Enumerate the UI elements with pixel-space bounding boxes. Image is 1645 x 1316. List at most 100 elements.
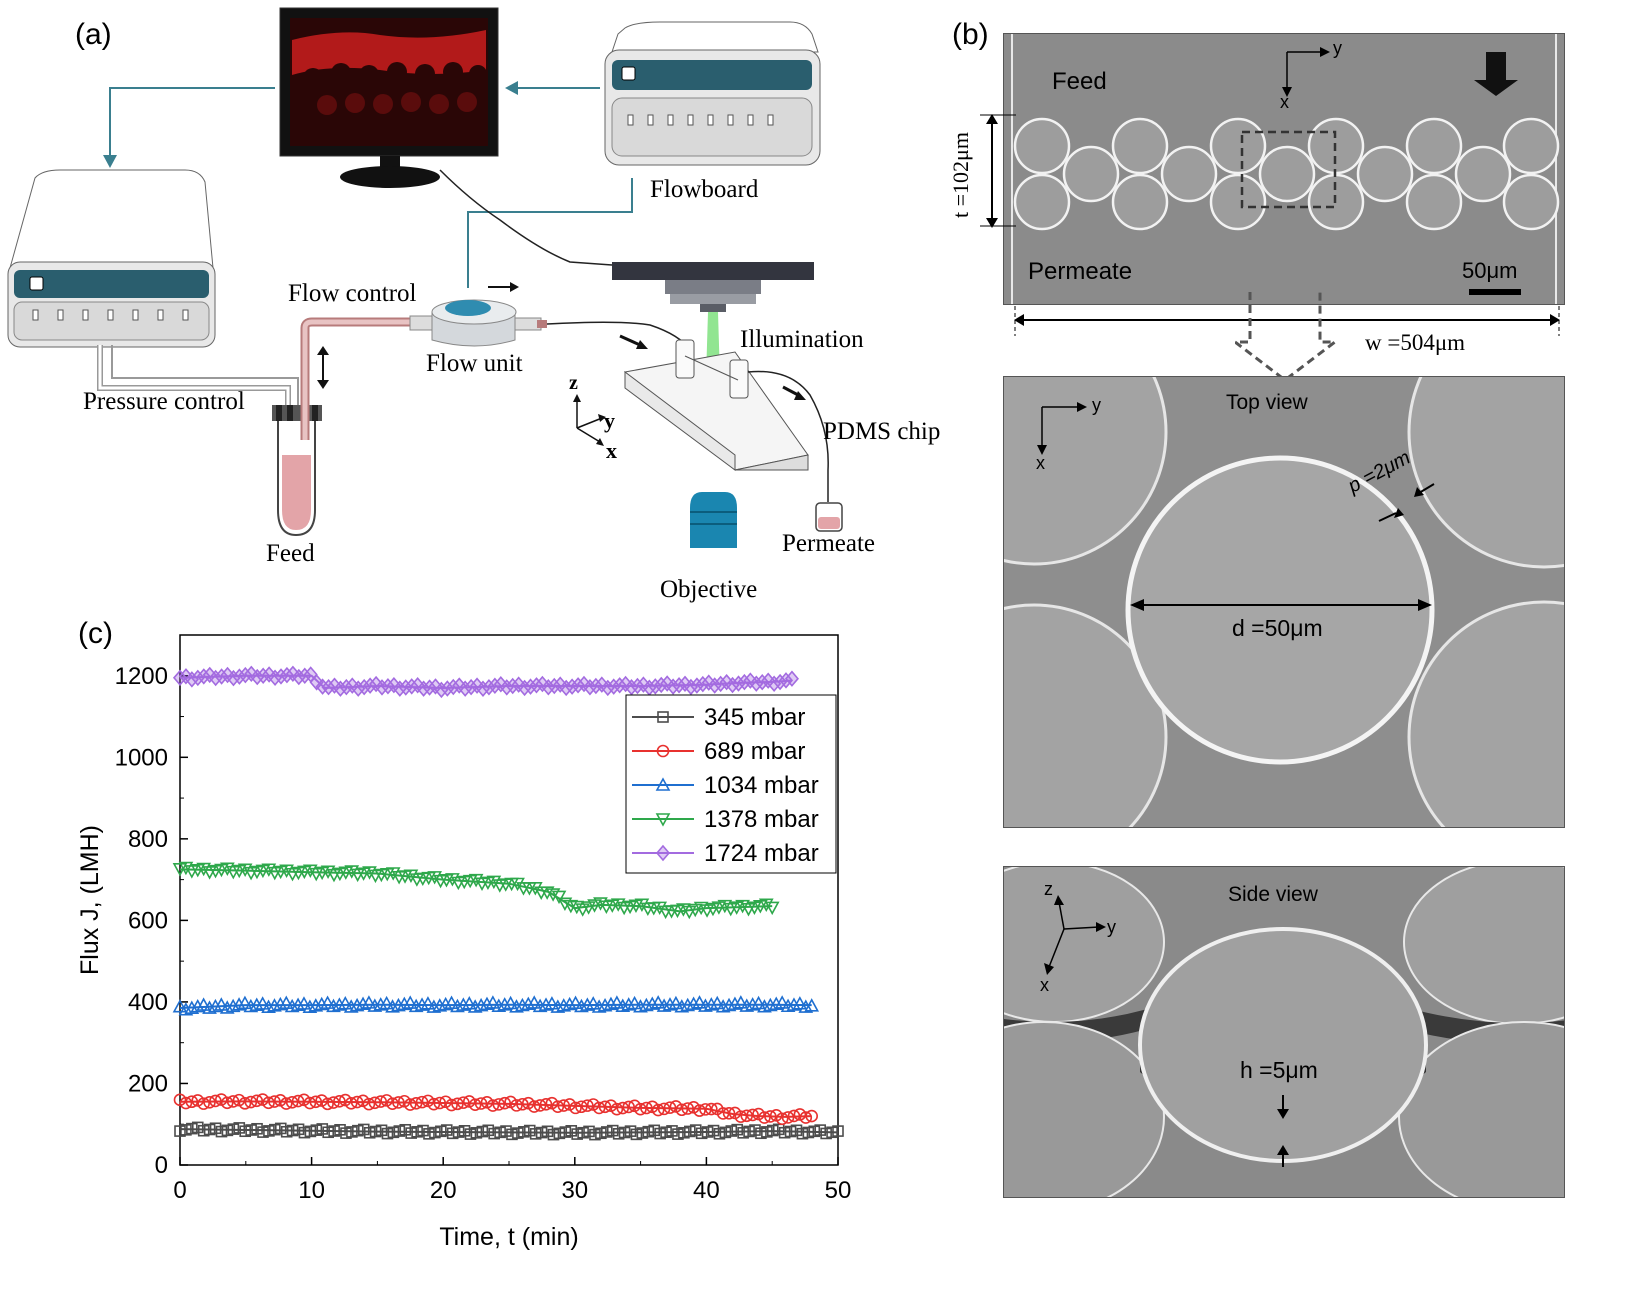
- data-point: [494, 1126, 506, 1139]
- data-point: [499, 679, 514, 696]
- data-point: [178, 861, 194, 876]
- data-point: [233, 1122, 246, 1134]
- data-point: [178, 1002, 194, 1016]
- x-tick-label: 10: [298, 1177, 325, 1204]
- data-point: [640, 902, 656, 917]
- data-point: [328, 1125, 340, 1137]
- data-point: [740, 1109, 754, 1123]
- data-point: [678, 1126, 690, 1139]
- data-point: [357, 1123, 370, 1136]
- flowboard-label: Flowboard: [650, 176, 759, 203]
- data-point: [369, 1125, 382, 1138]
- data-point: [693, 901, 709, 916]
- data-point: [713, 675, 728, 693]
- data-point: [257, 1126, 269, 1138]
- data-point: [655, 777, 671, 791]
- data-point: [799, 1111, 813, 1124]
- data-point: [208, 998, 223, 1013]
- data-point: [557, 897, 573, 912]
- data-point: [411, 1126, 423, 1138]
- data-point: [352, 1124, 364, 1137]
- data-point: [755, 673, 770, 691]
- data-point: [749, 1124, 761, 1136]
- data-point: [227, 1123, 240, 1135]
- data-point: [510, 1099, 523, 1112]
- data-point: [774, 995, 790, 1009]
- data-point: [279, 666, 294, 684]
- data-point: [440, 680, 455, 697]
- data-point: [296, 996, 312, 1010]
- data-point: [475, 680, 491, 697]
- data-point: [654, 676, 669, 694]
- data-point: [344, 865, 360, 879]
- data-point: [529, 677, 544, 694]
- data-point: [346, 1126, 358, 1138]
- data-point: [297, 667, 312, 684]
- data-point: [256, 667, 271, 684]
- axes-xyz-icon: [576, 398, 603, 443]
- data-point: [197, 1124, 210, 1137]
- data-point: [492, 1098, 506, 1111]
- data-point: [701, 1126, 714, 1138]
- data-point: [655, 844, 671, 862]
- data-point: [238, 1097, 252, 1110]
- data-point: [445, 1098, 458, 1112]
- data-point: [209, 1094, 222, 1108]
- data-point: [610, 898, 626, 912]
- data-point: [274, 1094, 287, 1107]
- data-point: [705, 1102, 718, 1116]
- data-point: [482, 1124, 495, 1137]
- data-point: [689, 677, 704, 694]
- data-point: [764, 1110, 777, 1123]
- y-tick-label: 600: [128, 907, 168, 934]
- data-point: [588, 677, 603, 695]
- data-point: [767, 675, 782, 692]
- data-point: [237, 995, 253, 1010]
- data-point: [733, 995, 749, 1009]
- flow-unit-icon: [409, 299, 547, 347]
- data-point: [225, 998, 241, 1013]
- data-point: [420, 996, 436, 1010]
- permeate-vial-icon: [815, 502, 843, 532]
- data-point: [826, 1126, 838, 1139]
- data-point: [551, 1100, 565, 1113]
- x-tick-label: 0: [173, 1177, 186, 1204]
- panel-b-letter: (b): [952, 18, 989, 51]
- data-point: [485, 995, 501, 1009]
- data-point: [197, 1097, 210, 1110]
- data-point: [337, 996, 353, 1010]
- data-point: [179, 1096, 193, 1110]
- data-point: [587, 899, 602, 913]
- data-point: [676, 903, 691, 917]
- data-point: [778, 672, 794, 689]
- flow-control-label: Flow control: [288, 280, 417, 307]
- data-point: [571, 1128, 583, 1140]
- data-point: [518, 1126, 530, 1138]
- objective-label: Objective: [660, 576, 758, 603]
- microscope-stage-icon: [612, 262, 814, 312]
- data-point: [517, 679, 532, 697]
- permeate-region-label: Permeate: [1028, 258, 1133, 285]
- data-point: [610, 1102, 624, 1116]
- data-point: [385, 867, 401, 881]
- x-tick-label: 40: [693, 1177, 720, 1204]
- feed-tube-icon: [272, 405, 322, 537]
- data-point: [630, 1128, 643, 1141]
- data-point: [592, 1101, 606, 1115]
- setup-schematic: [7, 7, 843, 548]
- data-point: [374, 1095, 388, 1108]
- data-point: [487, 677, 502, 694]
- data-point: [244, 1095, 258, 1109]
- data-point: [245, 1124, 257, 1136]
- feed-label: Feed: [266, 540, 315, 567]
- h-height-label: h =5μm: [1240, 1057, 1318, 1083]
- data-point: [547, 1128, 560, 1141]
- data-point: [333, 1095, 346, 1108]
- top-view-title: Top view: [1226, 391, 1308, 414]
- panel-b: (b): [948, 0, 1645, 1316]
- data-point: [581, 1099, 594, 1112]
- data-point: [488, 1127, 500, 1140]
- data-point: [357, 678, 372, 696]
- data-point: [174, 1125, 186, 1137]
